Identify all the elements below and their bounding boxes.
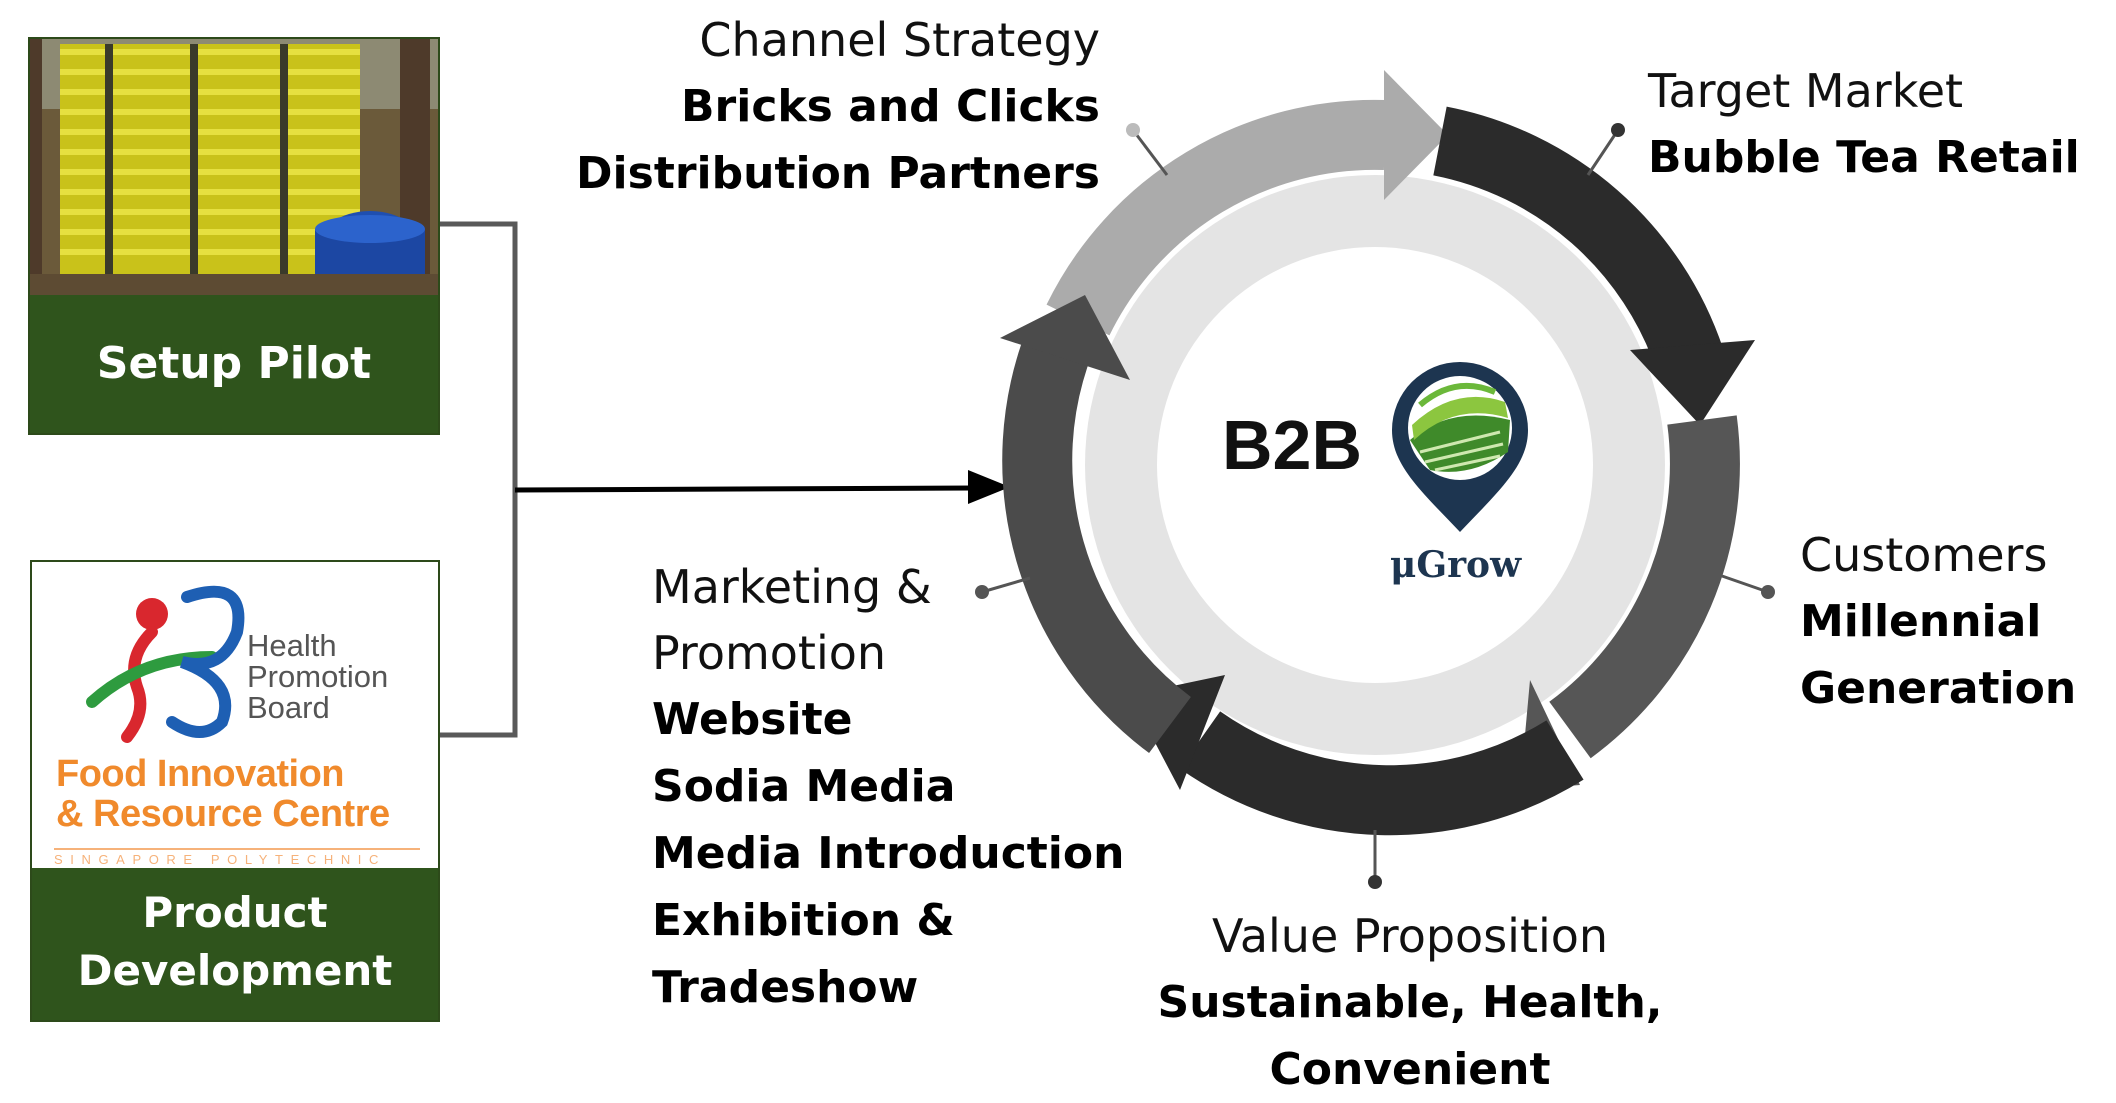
center-disc <box>1157 247 1593 683</box>
fir-subtitle: SINGAPORE POLYTECHNIC <box>54 848 420 867</box>
value-proposition-heading: Value Proposition <box>1211 909 1609 963</box>
algae-photobioreactor-image <box>30 39 438 297</box>
target-market-heading: Target Market <box>1648 64 1964 118</box>
bracket-connector <box>440 221 518 738</box>
arrow-head <box>968 470 1010 504</box>
marketing-item-2: Sodia Media <box>652 761 956 812</box>
ring-segment-mid-right <box>1548 415 1740 759</box>
ring-segment-light <box>1046 99 1387 336</box>
hpb-logo-icon <box>86 585 245 743</box>
leader-dot-customers <box>1761 585 1775 599</box>
value-proposition-block: Value Proposition Sustainable, Health, C… <box>1110 903 1710 1103</box>
marketing-item-3: Media Introduction <box>652 828 1125 879</box>
channel-strategy-heading: Channel Strategy <box>699 13 1100 67</box>
marketing-heading-line-1: Marketing & <box>652 560 932 614</box>
leader-customers <box>1721 574 1769 594</box>
leader-marketing <box>981 576 1031 594</box>
marketing-item-5: Tradeshow <box>652 962 919 1013</box>
channel-strategy-block: Channel Strategy Bricks and Clicks Distr… <box>560 7 1100 207</box>
leaf-swoosh-icon <box>1418 382 1497 408</box>
product-development-caption: Product Development <box>32 868 438 1020</box>
hpb-line-1: Health <box>247 628 337 663</box>
value-proposition-item-1: Sustainable, Health, <box>1157 977 1663 1028</box>
channel-strategy-item-1: Bricks and Clicks <box>681 81 1100 132</box>
target-market-block: Target Market Bubble Tea Retail <box>1648 58 2080 191</box>
arrow-line <box>514 485 976 493</box>
product-development-caption-line-1: Product <box>142 888 328 937</box>
leader-dot-channel <box>1126 123 1140 137</box>
leader-target <box>1586 129 1620 176</box>
marketing-promotion-block: Marketing & Promotion Website Sodia Medi… <box>652 554 1124 1021</box>
leader-dot-value <box>1368 875 1382 889</box>
marketing-heading-line-2: Promotion <box>652 626 887 680</box>
connector-svg <box>440 70 1775 889</box>
pilot-farm-panel: Setup Pilot Farm <box>28 37 440 435</box>
fir-line-2: & Resource Centre <box>56 793 390 835</box>
field-stripes-icon <box>1419 430 1504 472</box>
leader-dot-target <box>1611 123 1625 137</box>
channel-strategy-item-2: Distribution Partners <box>576 148 1100 199</box>
ring-arrowhead-mid-left <box>1000 295 1130 380</box>
value-proposition-item-2: Convenient <box>1269 1044 1551 1095</box>
ring-segment-dark-bottom <box>1179 711 1584 836</box>
hpb-line-2: Promotion <box>247 659 389 694</box>
ring-segment-mid-left <box>1002 327 1192 754</box>
business-model-label: B2B <box>1222 406 1363 484</box>
leader-channel <box>1131 129 1169 176</box>
brand-name: μGrow <box>1390 544 1522 586</box>
hpb-wordmark: Health Promotion Board <box>247 630 388 723</box>
field-highlight-icon <box>1412 396 1508 440</box>
leader-dot-marketing <box>975 585 989 599</box>
ring-segment-dark-top <box>1432 106 1724 372</box>
pilot-farm-photo <box>30 39 438 297</box>
fir-wordmark: Food Innovation & Resource Centre <box>56 754 390 834</box>
hpb-line-3: Board <box>247 690 330 725</box>
customers-item-2: Generation <box>1800 663 2077 714</box>
ring-arrowhead-light <box>1384 70 1448 200</box>
leader-lines <box>975 123 1775 889</box>
marketing-item-4: Exhibition & <box>652 895 955 946</box>
pilot-farm-caption: Setup Pilot Farm <box>30 295 438 433</box>
ugrow-logo <box>1392 362 1528 532</box>
target-market-item-1: Bubble Tea Retail <box>1648 132 2080 183</box>
ring-arrowhead-dark-top <box>1630 340 1755 425</box>
customers-block: Customers Millennial Generation <box>1800 522 2076 722</box>
fir-line-1: Food Innovation <box>56 753 345 795</box>
customers-item-1: Millennial <box>1800 596 2042 647</box>
marketing-item-1: Website <box>652 694 853 745</box>
product-development-caption-line-2: Development <box>77 946 393 995</box>
product-development-panel: Health Promotion Board Food Innovation &… <box>30 560 440 1022</box>
customers-heading: Customers <box>1800 528 2048 582</box>
cycle-diagram <box>1000 70 1755 836</box>
